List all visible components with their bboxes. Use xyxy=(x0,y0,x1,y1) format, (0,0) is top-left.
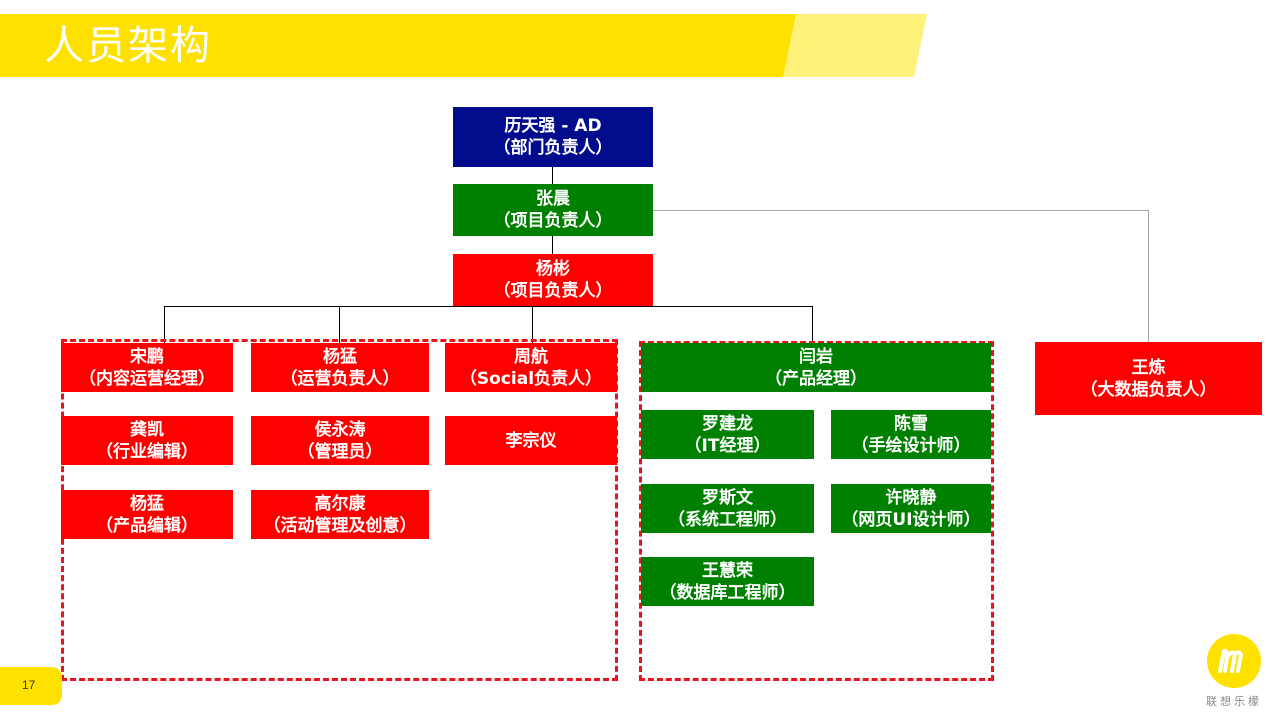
connector-level3-bus xyxy=(164,306,813,307)
org-node-product: 王慧荣 （数据库工程师） xyxy=(641,557,814,606)
node-role: （内容运营经理） xyxy=(79,368,215,389)
node-role: （产品经理） xyxy=(765,368,867,389)
connector-drop-2 xyxy=(339,306,340,343)
org-node-operations: 龚凯 （行业编辑） xyxy=(61,416,233,465)
node-name: 历天强 - AD xyxy=(504,116,602,136)
org-node-operations: 高尔康 （活动管理及创意） xyxy=(251,490,429,539)
brand-logo xyxy=(1207,634,1261,688)
connector-drop-3 xyxy=(532,306,533,343)
org-node-product: 罗斯文 （系统工程师） xyxy=(641,484,814,533)
node-name: 李宗仪 xyxy=(505,430,557,451)
node-name: 龚凯 xyxy=(130,419,164,440)
page-title: 人员架构 xyxy=(44,23,212,69)
org-node-head: 历天强 - AD （部门负责人） xyxy=(453,107,653,167)
node-name: 罗斯文 xyxy=(702,487,753,508)
connector-level2-to-level3 xyxy=(552,236,553,254)
org-node-operations: 侯永涛 （管理员） xyxy=(251,416,429,465)
node-role: （部门负责人） xyxy=(493,138,613,158)
page-number: 17 xyxy=(22,678,36,692)
node-name: 高尔康 xyxy=(314,493,366,514)
connector-head-to-level2 xyxy=(552,167,553,184)
node-name: 王炼 xyxy=(1131,357,1166,378)
node-name: 杨彬 xyxy=(536,259,570,279)
node-role: （活动管理及创意） xyxy=(263,515,417,536)
node-role: （数据库工程师） xyxy=(659,582,796,603)
title-banner-accent xyxy=(783,14,927,77)
node-role: （产品编辑） xyxy=(96,515,198,536)
node-role: （手绘设计师） xyxy=(851,435,971,456)
node-name: 杨猛 xyxy=(130,493,164,514)
org-node-operations: 宋鹏 （内容运营经理） xyxy=(61,343,233,392)
org-node-operations: 李宗仪 xyxy=(445,416,617,465)
node-role: （管理员） xyxy=(297,441,383,462)
connector-drop-4 xyxy=(812,306,813,343)
title-banner xyxy=(0,14,800,77)
node-role: （项目负责人） xyxy=(493,211,613,231)
node-name: 侯永涛 xyxy=(314,419,366,440)
page-number-tab xyxy=(0,667,62,705)
connector-level2-to-bigdata-h xyxy=(652,210,1149,211)
node-name: 杨猛 xyxy=(323,346,357,367)
brand-logo-caption: 联想乐檬 xyxy=(1206,695,1262,708)
node-name: 宋鹏 xyxy=(130,346,164,367)
node-name: 张晨 xyxy=(536,189,570,209)
org-node-product: 闫岩 （产品经理） xyxy=(641,343,991,392)
node-role: （Social负责人） xyxy=(459,368,603,389)
org-node-product: 罗建龙 （IT经理） xyxy=(641,410,814,459)
product-group-frame xyxy=(639,341,994,681)
brand-logo-icon xyxy=(1218,648,1243,673)
org-node-operations: 杨猛 （产品编辑） xyxy=(61,490,233,539)
org-node-level2: 张晨 （项目负责人） xyxy=(453,184,653,236)
node-name: 王慧荣 xyxy=(702,560,753,581)
connector-drop-1 xyxy=(164,306,165,343)
org-node-operations: 杨猛 （运营负责人） xyxy=(251,343,429,392)
node-role: （运营负责人） xyxy=(280,368,400,389)
node-name: 罗建龙 xyxy=(702,413,753,434)
org-node-product: 陈雪 （手绘设计师） xyxy=(831,410,991,459)
node-role: （大数据负责人） xyxy=(1080,379,1217,400)
org-node-product: 许晓静 （网页UI设计师） xyxy=(831,484,991,533)
node-role: （项目负责人） xyxy=(493,281,613,301)
org-node-bigdata: 王炼 （大数据负责人） xyxy=(1035,342,1262,415)
org-node-operations: 周航 （Social负责人） xyxy=(445,343,617,392)
node-name: 许晓静 xyxy=(885,487,937,508)
node-role: （行业编辑） xyxy=(96,441,198,462)
org-node-level3: 杨彬 （项目负责人） xyxy=(453,254,653,306)
node-role: （系统工程师） xyxy=(668,509,787,530)
connector-level2-to-bigdata-v xyxy=(1148,210,1149,343)
node-name: 陈雪 xyxy=(894,413,928,434)
node-role: （网页UI设计师） xyxy=(841,509,981,530)
node-name: 闫岩 xyxy=(799,346,833,367)
node-name: 周航 xyxy=(514,346,548,367)
node-role: （IT经理） xyxy=(684,435,771,456)
